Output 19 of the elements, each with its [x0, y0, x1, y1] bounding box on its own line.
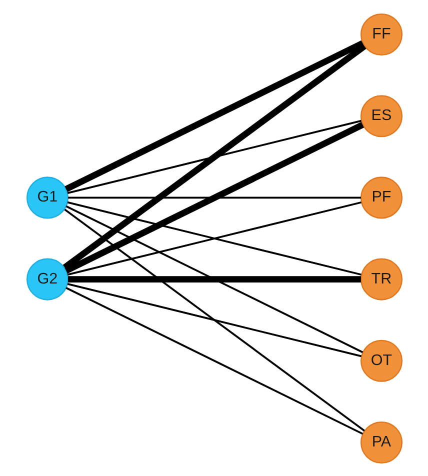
node-circle: TR [360, 258, 402, 300]
node-circle: PA [360, 420, 402, 463]
connector [68, 196, 360, 198]
node-circle: PF [360, 176, 402, 218]
connector [64, 40, 364, 192]
node-circle: G2 [26, 258, 68, 300]
connector [66, 282, 361, 357]
node-circle: FF [360, 13, 402, 56]
connector [66, 200, 361, 276]
connector [64, 208, 364, 432]
connector [64, 121, 364, 274]
node-circle: OT [360, 339, 402, 382]
connector [62, 43, 366, 270]
connector [66, 119, 361, 194]
node-circle: G1 [26, 176, 68, 218]
connector [68, 276, 360, 282]
connector [65, 204, 363, 353]
node-circle: ES [360, 94, 402, 137]
connector [65, 286, 363, 434]
